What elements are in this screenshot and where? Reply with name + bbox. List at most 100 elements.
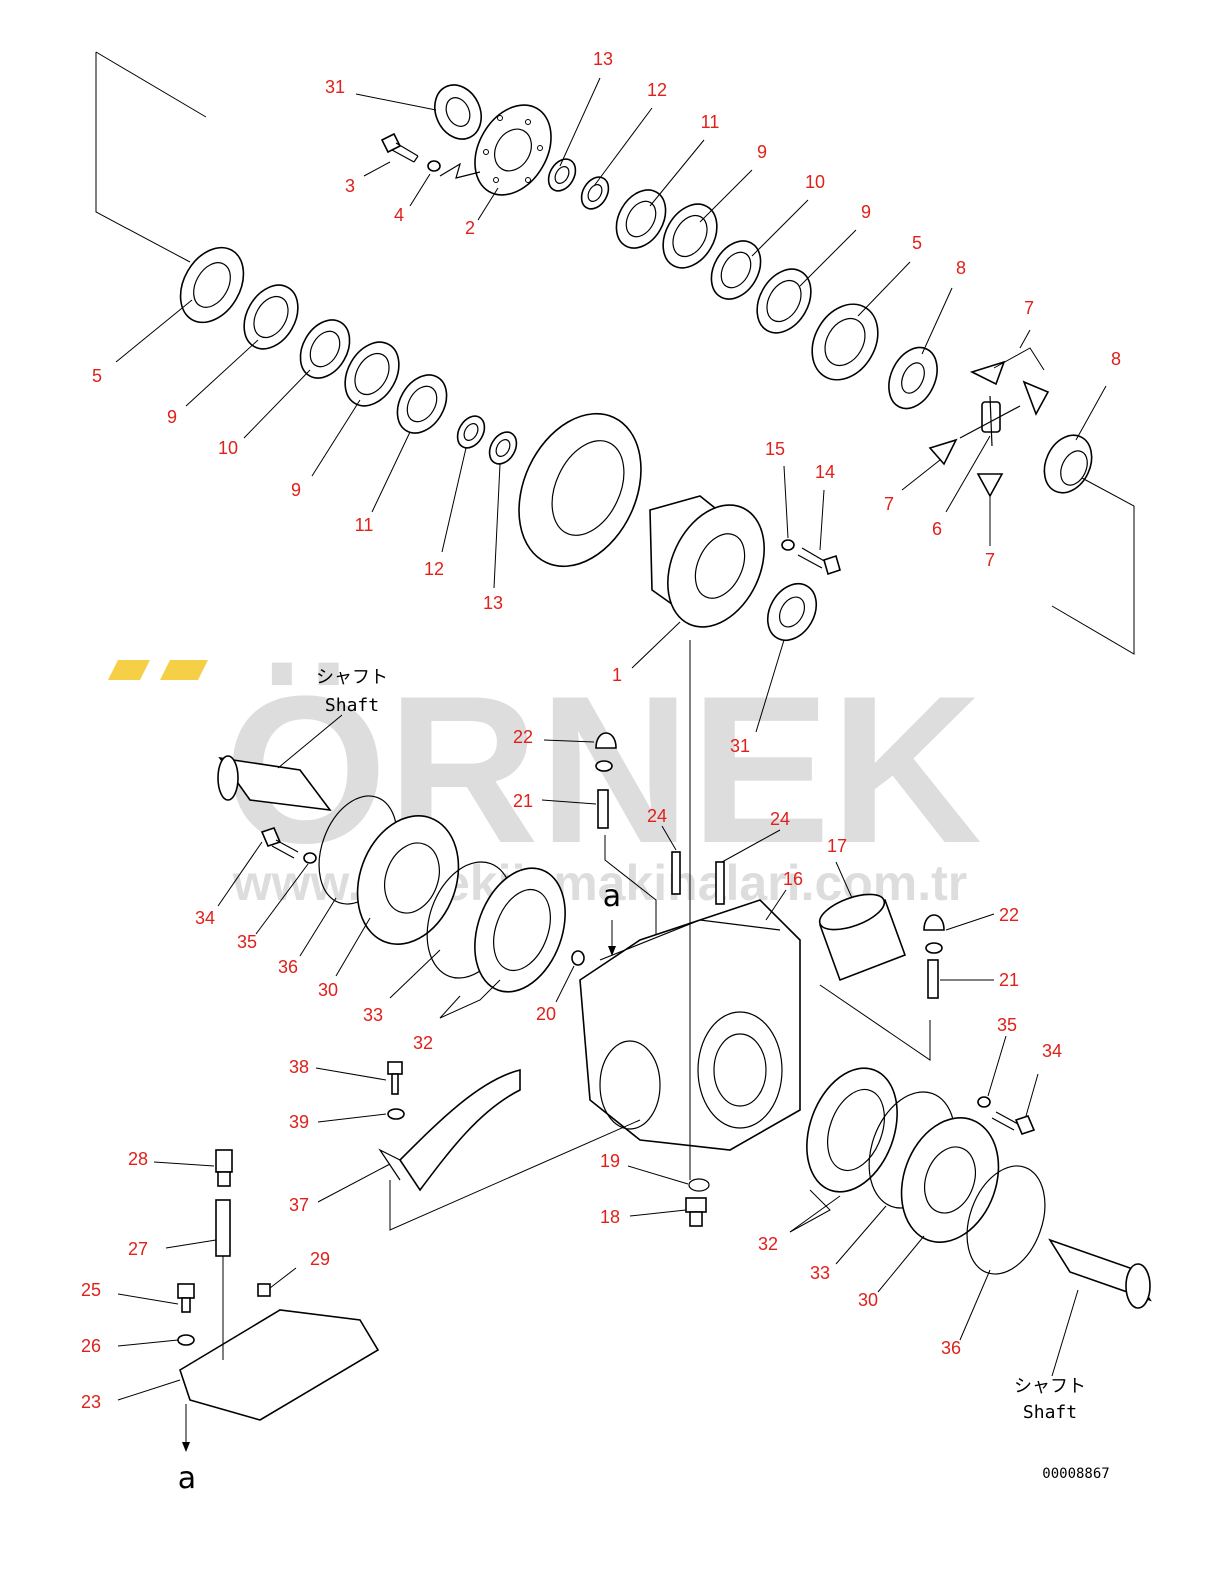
callout-19: 19 [600,1151,620,1171]
view-ref-bottom: a [178,1461,196,1496]
cover-plate-23 [179,1309,380,1421]
shim-32-right [806,1067,898,1193]
bolt-14 [797,547,841,576]
pinion-assembly [928,360,1050,498]
hub-5-left [179,246,245,324]
callout-8: 8 [956,258,966,278]
watermark-accent-right [160,660,208,680]
upper-clutch-stack [95,51,1135,655]
left-shaft [217,755,332,812]
view-ref-top: a [603,879,621,914]
washer-39 [387,1108,405,1120]
callout-30: 30 [858,1290,878,1310]
callout-6: 6 [932,519,942,539]
callout-7: 7 [884,494,894,514]
callout-3: 3 [345,176,355,196]
breather-right [923,914,945,999]
callout-33: 33 [810,1263,830,1283]
seal-12-mid [456,415,486,449]
callout-22: 22 [513,727,533,747]
callout-36: 36 [941,1338,961,1358]
axle-housing-16 [579,640,931,1180]
side-gear-8-right [1043,434,1093,494]
lower-clutch-stack [179,246,841,642]
washer-26 [177,1334,195,1346]
shim-32-left [474,867,566,993]
callout-13: 13 [483,593,503,613]
callout-10: 10 [805,172,825,192]
callout-9: 9 [757,142,767,162]
disc-9-mid-b [344,341,400,407]
bolt-25 [177,1283,195,1313]
callout-1: 1 [612,665,622,685]
callout-2: 2 [465,218,475,238]
callout-22: 22 [999,905,1019,925]
callout-4: 4 [394,205,404,225]
callout-26: 26 [81,1336,101,1356]
bolt-34-left [260,827,299,859]
shaft-label-en-top: Shaft [325,695,379,716]
pin-24-right [715,861,725,905]
callout-31: 31 [325,77,345,97]
callout-32: 32 [413,1033,433,1053]
plug-29 [257,1283,271,1297]
shaft-label-jp-bottom: シャフト [1014,1376,1086,1397]
callout-9: 9 [167,407,177,427]
ring-gear [518,412,642,568]
pin-24-left [671,851,681,895]
pipe-27 [215,1199,231,1360]
seal-12-top [580,176,610,210]
shaft-pointer-bottom [1051,1289,1079,1377]
callout-35: 35 [237,932,257,952]
washer-15 [781,539,795,551]
callout-33: 33 [363,1005,383,1025]
callout-7: 7 [985,550,995,570]
oring-36-right [966,1165,1046,1275]
callout-25: 25 [81,1280,101,1300]
callout-20: 20 [536,1004,556,1024]
shaft-pointer-top [277,714,343,769]
callout-labels: 31 13 12 11 9 10 9 5 8 7 8 3 4 2 5 9 10 … [81,49,1121,1412]
shaft-label-en-bottom: Shaft [1023,1402,1077,1423]
callout-9: 9 [291,480,301,500]
sleeve-17 [818,893,907,982]
cover-30-left [356,815,460,945]
callout-13: 13 [593,49,613,69]
callout-24: 24 [770,809,790,829]
seal-13-mid [488,431,518,465]
callout-10: 10 [218,438,238,458]
seal-13-top [547,158,577,192]
bearing-31-top [434,84,482,140]
callout-21: 21 [513,791,533,811]
callout-28: 28 [128,1149,148,1169]
callout-12: 12 [424,559,444,579]
callout-32: 32 [758,1234,778,1254]
disc-9-mid-a [243,284,299,350]
callout-17: 17 [827,836,847,856]
callout-5: 5 [912,233,922,253]
side-gear-8-left [888,346,938,410]
bolt-34-right [991,1111,1036,1135]
breather-left [595,732,617,829]
cover-2 [439,104,552,196]
disc-9-top-b [756,268,812,334]
watermark-accent-left [108,660,150,680]
right-shaft [1048,1238,1152,1309]
plug-18 [685,1197,707,1227]
callout-37: 37 [289,1195,309,1215]
view-arrow-bottom [182,1404,190,1452]
callout-11: 11 [355,515,374,535]
callout-7: 7 [1024,298,1034,318]
washer-35-left [303,852,317,864]
callout-36: 36 [278,957,298,977]
bolt-38 [387,1061,403,1095]
oring-19 [688,1178,710,1192]
callout-14: 14 [815,462,835,482]
callout-39: 39 [289,1112,309,1132]
callout-27: 27 [128,1239,148,1259]
washer-35-right [977,1096,991,1108]
callout-5: 5 [92,366,102,386]
hub-5-right [811,303,879,381]
